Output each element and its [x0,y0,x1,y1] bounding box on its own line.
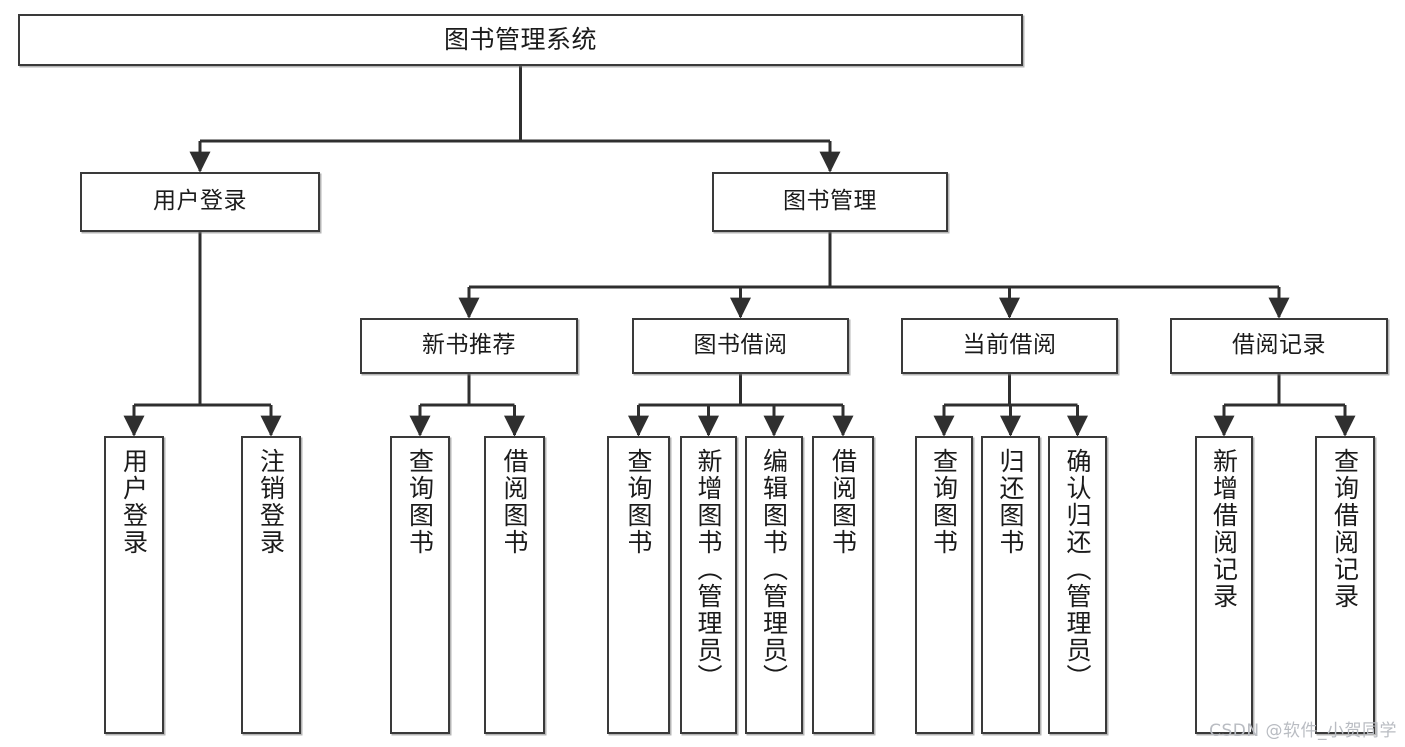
node-label: 新增图书（管理员） [694,448,723,691]
node-leaf-query-book-1[interactable]: 查询图书 [390,436,450,734]
node-label: 当前借阅 [962,332,1057,359]
node-label: 编辑图书（管理员） [759,448,789,691]
node-label: 查询图书 [929,448,959,556]
node-leaf-query-record[interactable]: 查询借阅记录 [1315,436,1375,734]
node-label: 确认归还（管理员） [1063,448,1092,691]
node-label: 用户登录 [153,188,247,215]
node-label: 用户登录 [119,448,149,556]
node-label: 借阅记录 [1232,332,1326,359]
node-leaf-add-record[interactable]: 新增借阅记录 [1195,436,1253,734]
node-leaf-return-book[interactable]: 归还图书 [981,436,1040,734]
node-label: 注销登录 [256,448,286,556]
node-leaf-query-book-2[interactable]: 查询图书 [607,436,670,734]
node-label: 查询借阅记录 [1330,448,1360,610]
node-leaf-confirm-return[interactable]: 确认归还（管理员） [1048,436,1107,734]
node-leaf-user-login[interactable]: 用户登录 [104,436,164,734]
node-root[interactable]: 图书管理系统 [18,14,1023,66]
node-leaf-user-logout[interactable]: 注销登录 [241,436,301,734]
node-label: 查询图书 [405,448,435,556]
node-loan-record[interactable]: 借阅记录 [1170,318,1388,374]
node-user-login[interactable]: 用户登录 [80,172,320,232]
node-leaf-borrow-book-1[interactable]: 借阅图书 [484,436,545,734]
node-book-borrow[interactable]: 图书借阅 [632,318,849,374]
node-leaf-add-book[interactable]: 新增图书（管理员） [680,436,737,734]
node-label: 借阅图书 [828,448,858,556]
node-leaf-borrow-book-2[interactable]: 借阅图书 [812,436,874,734]
node-book-manage[interactable]: 图书管理 [712,172,948,232]
node-leaf-query-book-3[interactable]: 查询图书 [915,436,973,734]
node-label: 借阅图书 [500,448,529,556]
node-current-loan[interactable]: 当前借阅 [901,318,1118,374]
node-label: 图书管理 [783,188,877,215]
node-label: 新书推荐 [422,332,516,359]
node-label: 图书借阅 [693,332,788,359]
node-label: 查询图书 [624,448,653,556]
node-label: 归还图书 [996,448,1025,556]
watermark-label: CSDN @软件_小贺同学 [1209,721,1397,741]
node-new-book-rec[interactable]: 新书推荐 [360,318,578,374]
node-label: 新增借阅记录 [1209,448,1239,610]
node-label: 图书管理系统 [443,25,597,54]
node-leaf-edit-book[interactable]: 编辑图书（管理员） [745,436,803,734]
